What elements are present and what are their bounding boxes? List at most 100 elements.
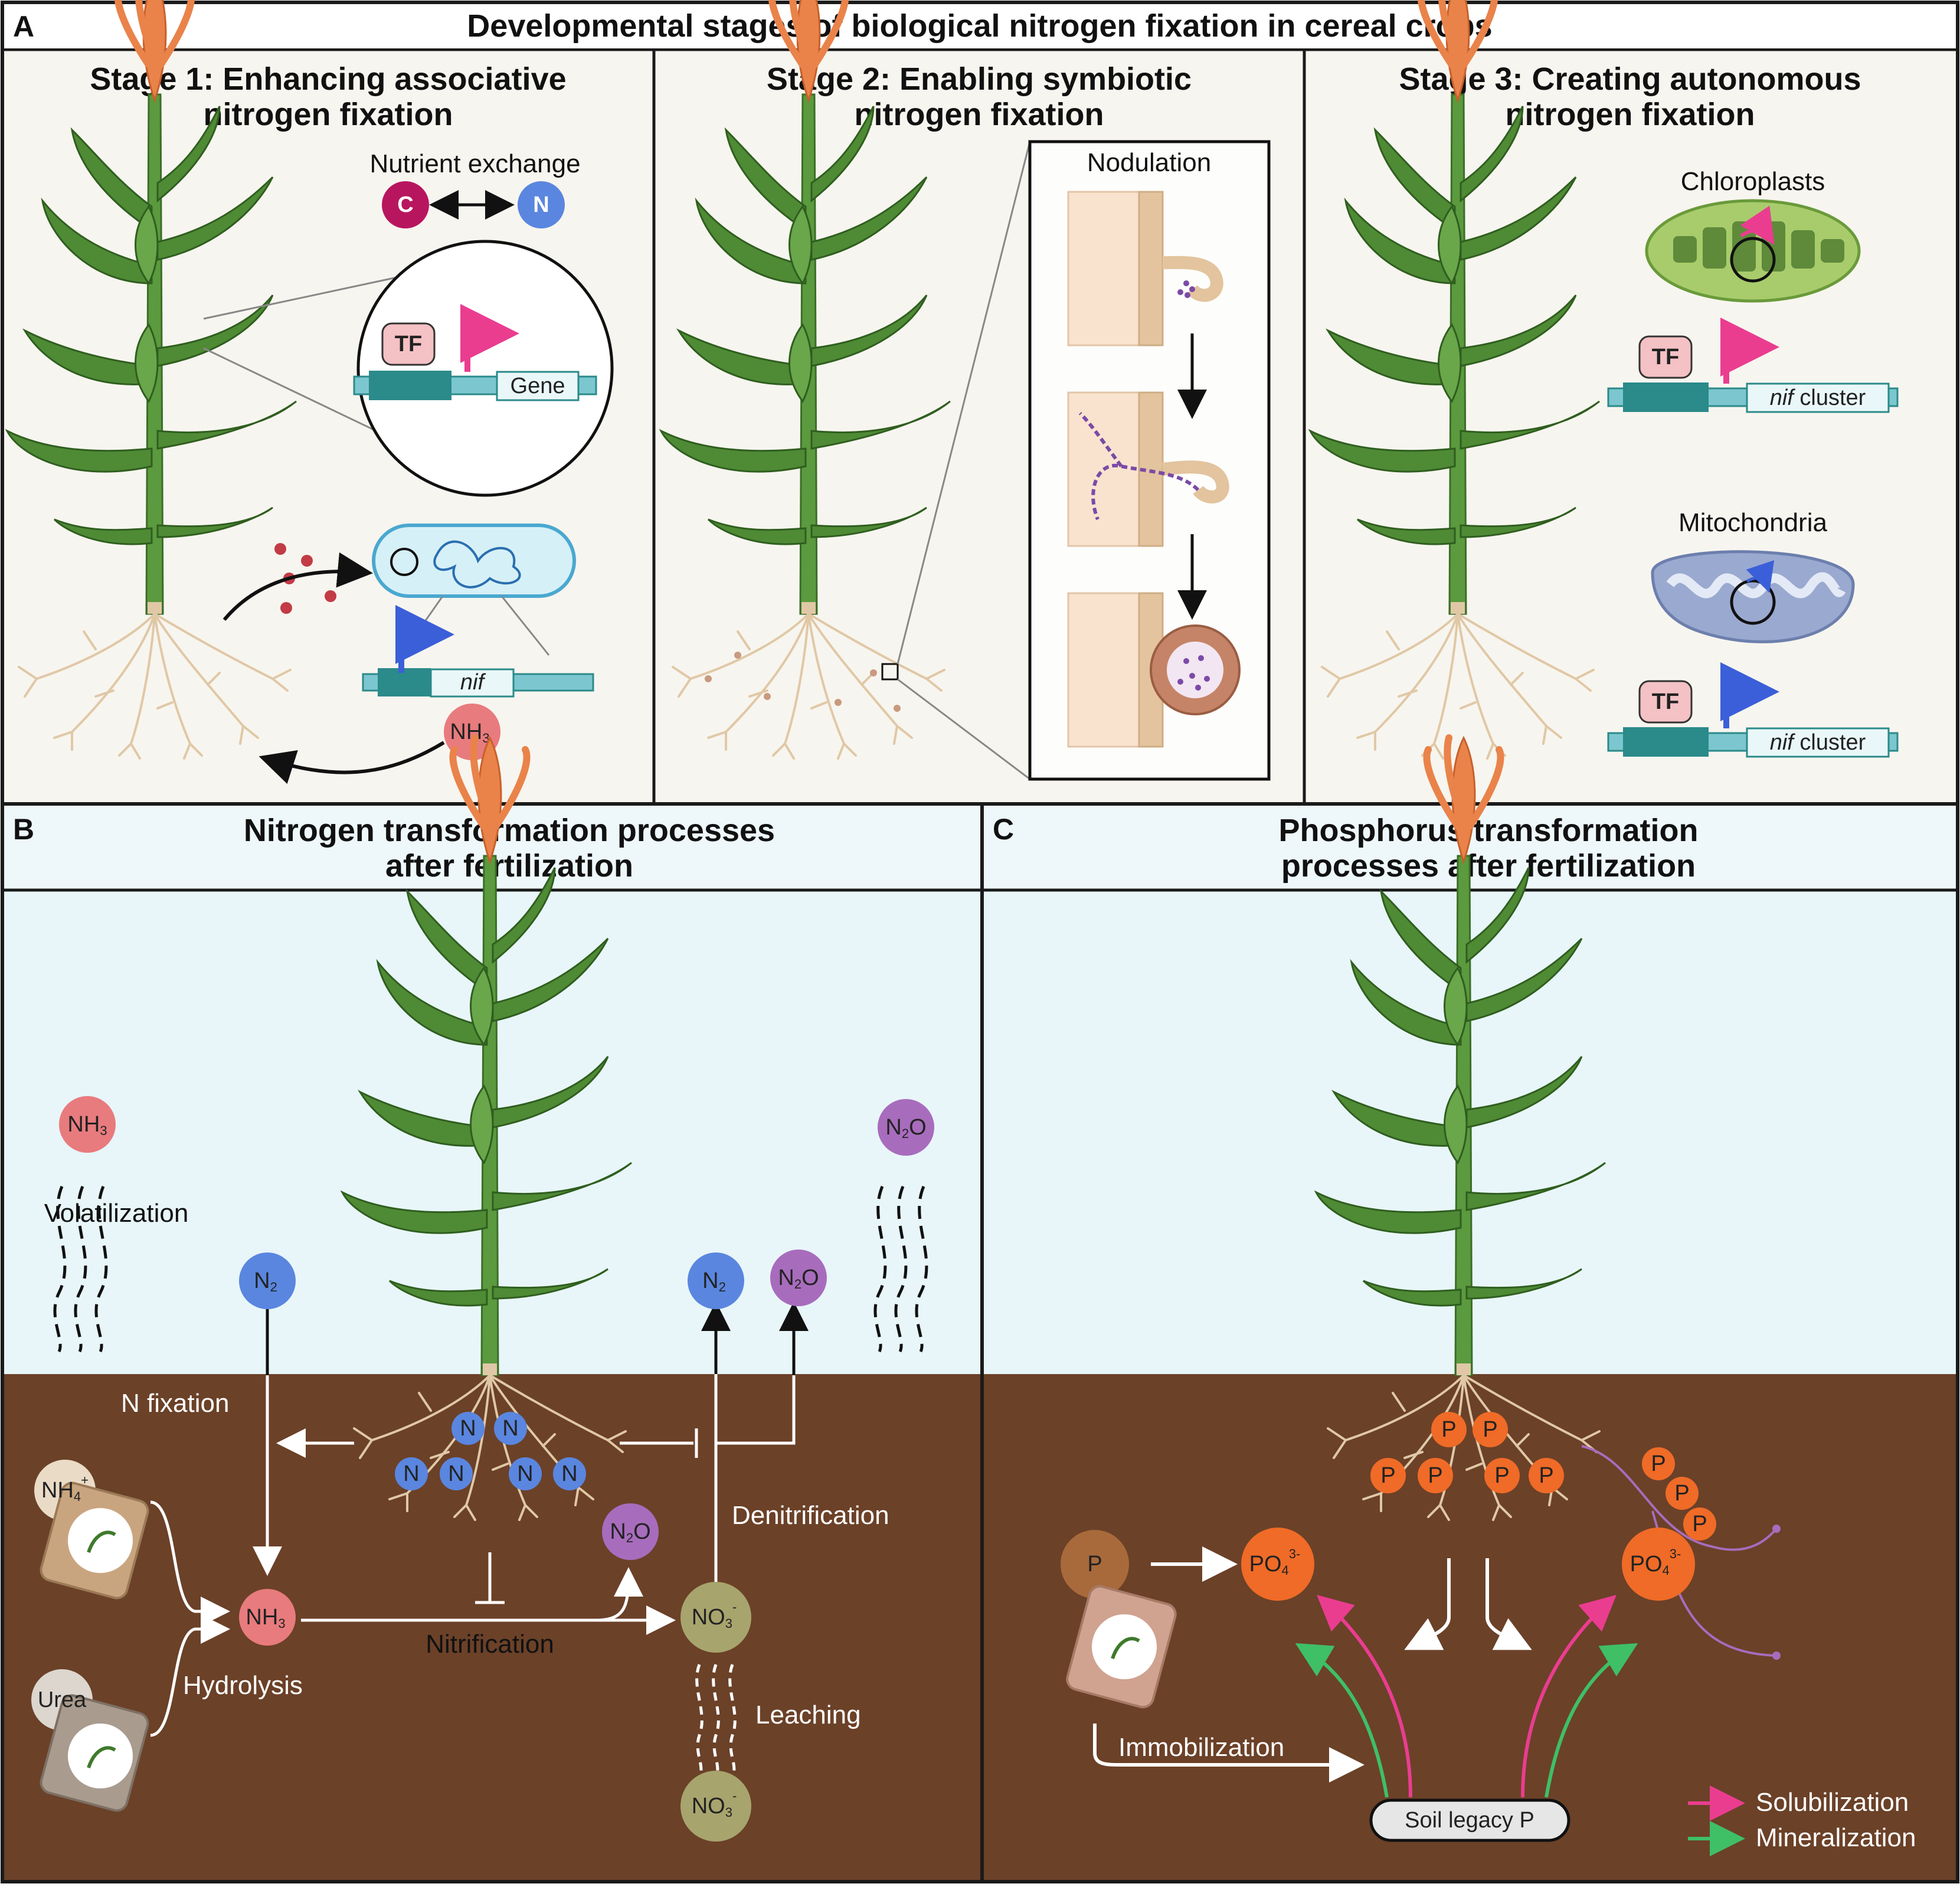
soil-legacy-p-box xyxy=(1369,1798,1570,1842)
gene-label: Gene xyxy=(511,374,565,398)
tf-label-mitochondria: TF xyxy=(1652,689,1679,714)
immobilization-label-visible: Immobilization xyxy=(1118,1733,1284,1762)
tf-box-stage1 xyxy=(381,322,436,366)
panel-c-title-line2: processes after fertilization xyxy=(1281,848,1696,884)
n2o-air-circle-1 xyxy=(770,1250,827,1306)
gene-box xyxy=(496,371,580,401)
urea-fertilizer-bag xyxy=(31,1669,149,1812)
n2o-soil-label: N2O xyxy=(610,1519,650,1545)
root-n-cluster xyxy=(395,1412,586,1490)
mineralization-arrow-right xyxy=(1545,1643,1638,1798)
root-n-6: N xyxy=(561,1461,577,1486)
carbon-label: C xyxy=(397,192,413,217)
no3-leached-circle xyxy=(680,1771,751,1842)
nif-cluster-box-chloroplast xyxy=(1746,382,1890,413)
bacterium xyxy=(372,524,576,598)
tf-label-chloroplast: TF xyxy=(1652,345,1679,369)
panel-c-title-line1: Phosphorus transformation xyxy=(1278,813,1698,848)
n2o-air-label-1: N2O xyxy=(778,1265,819,1291)
nif-label-stage1: nif xyxy=(460,670,486,695)
soil-b xyxy=(4,1374,980,1880)
stage2-title-line1: Stage 2: Enabling symbiotic xyxy=(767,61,1192,97)
root-n-5: N xyxy=(517,1461,533,1486)
panel-b-letter: B xyxy=(13,813,34,846)
nitrification-label: Nitrification xyxy=(426,1630,554,1659)
nutrient-exchange-label: Nutrient exchange xyxy=(369,149,580,178)
n-fixation-label: N fixation xyxy=(121,1389,229,1418)
n2-circle-right xyxy=(688,1252,744,1309)
n2o-soil-circle xyxy=(602,1503,659,1560)
stage1-title-line2: nitrogen fixation xyxy=(204,97,453,132)
n2-circle-left xyxy=(239,1252,296,1309)
nodule-zoom-box xyxy=(881,663,899,681)
root-to-po4-arrow-right xyxy=(1485,1558,1532,1650)
nh3-soil-label: NH3 xyxy=(246,1605,285,1631)
nodulation-label: Nodulation xyxy=(1087,148,1211,177)
soil-legacy-p-label: Soil legacy P xyxy=(1405,1808,1534,1833)
n2o-air-label-2: N2O xyxy=(885,1115,926,1141)
root-n-2: N xyxy=(502,1416,518,1441)
hypha-p-3: P xyxy=(1692,1512,1707,1536)
nif-cluster-box-mitochondria xyxy=(1746,727,1890,758)
nif-cluster-label-mitochondria: nif cluster xyxy=(1770,730,1866,755)
nh3-air-circle xyxy=(59,1096,116,1153)
expression-arrow-blue xyxy=(395,605,454,673)
stage1-title-line1: Stage 1: Enhancing associative xyxy=(90,61,566,97)
volatilization-waves xyxy=(53,1186,108,1353)
expression-arrow-pink xyxy=(460,304,519,372)
n2-label-right: N2 xyxy=(702,1268,726,1294)
panel-a-letter: A xyxy=(13,10,34,43)
n2o-air-circle-2 xyxy=(878,1099,934,1156)
root-p-5: P xyxy=(1494,1463,1509,1488)
nif-cluster-label-chloroplast: nif cluster xyxy=(1770,385,1866,410)
root-p-4: P xyxy=(1428,1463,1442,1488)
tf-box-mitochondria xyxy=(1638,680,1693,724)
panel-b-title-line1: Nitrogen transformation processes xyxy=(244,813,775,848)
mycorrhiza-hypha-1 xyxy=(1581,1445,1778,1551)
volatilization-label: Volatilization xyxy=(44,1199,189,1228)
tf-box-chloroplast xyxy=(1638,335,1693,379)
stage3-title-line1: Stage 3: Creating autonomous xyxy=(1399,61,1861,97)
no3-leached-label: NO3- xyxy=(692,1788,737,1820)
nodulation-step3 xyxy=(1067,592,1241,748)
n2o-emission-waves xyxy=(873,1186,928,1353)
carbon-circle xyxy=(382,181,429,228)
hypha-p-2: P xyxy=(1674,1481,1689,1506)
nh3-air-label: NH3 xyxy=(67,1112,107,1138)
no3-circle xyxy=(680,1582,751,1653)
immobilization-arrow xyxy=(1093,1724,1365,1783)
urea-label: Urea xyxy=(38,1687,87,1712)
nh4-label: NH4+ xyxy=(41,1473,89,1504)
nh4-fertilizer-bag xyxy=(34,1460,149,1600)
mineralization-arrow-left xyxy=(1295,1643,1389,1798)
exudate-arrow xyxy=(222,552,373,621)
root-p-cluster xyxy=(1370,1412,1564,1493)
root-p-3: P xyxy=(1380,1463,1395,1488)
hydrolysis-label: Hydrolysis xyxy=(183,1671,303,1700)
p-fertilizer-label: P xyxy=(1087,1552,1102,1577)
root-p-1: P xyxy=(1441,1417,1456,1442)
leaching-waves xyxy=(695,1664,737,1778)
panel-b-title-line2: after fertilization xyxy=(385,848,633,884)
po4-circle-right xyxy=(1622,1528,1695,1601)
nodulation-step2 xyxy=(1067,391,1229,547)
n2-label-left: N2 xyxy=(254,1268,277,1294)
plasmid-circle xyxy=(390,548,418,576)
po4-label-right: PO43- xyxy=(1630,1546,1681,1578)
stage2-title-line2: nitrogen fixation xyxy=(855,97,1104,132)
solubilization-arrow-left xyxy=(1317,1595,1412,1798)
tf-label-stage1: TF xyxy=(395,332,422,357)
hypha-p-1: P xyxy=(1651,1451,1665,1476)
po4-label-left: PO43- xyxy=(1249,1546,1301,1578)
gene-zoom-circle xyxy=(356,240,614,497)
legend-mineralization-label: Mineralization xyxy=(1756,1823,1916,1852)
panel-a-title: Developmental stages of biological nitro… xyxy=(467,8,1492,44)
leaching-label: Leaching xyxy=(755,1700,861,1729)
p-fertilizer-bag xyxy=(1061,1530,1177,1709)
denitrification-label: Denitrification xyxy=(732,1501,889,1530)
solubilization-arrow-right xyxy=(1521,1595,1617,1798)
root-n-3: N xyxy=(403,1461,419,1486)
root-to-po4-arrow-left xyxy=(1404,1558,1451,1650)
